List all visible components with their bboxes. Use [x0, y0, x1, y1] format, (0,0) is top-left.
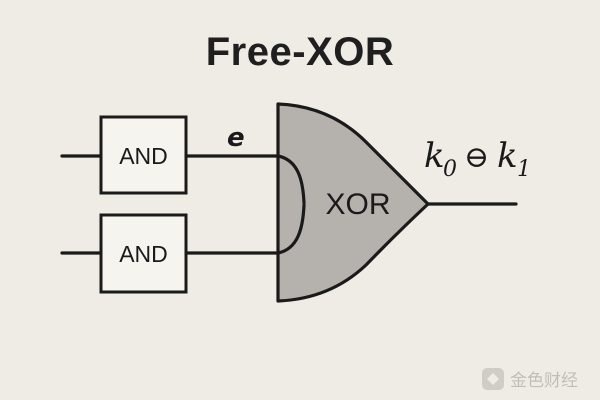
formula-sub1: 1: [517, 157, 531, 182]
watermark-text: 金色财经: [510, 371, 578, 391]
and-gate-top-label: AND: [119, 143, 168, 169]
formula-k1: k: [497, 136, 518, 176]
and-gate-bottom-label: AND: [119, 241, 168, 267]
xor-inner-curve-top: [276, 154, 306, 205]
page-title: Free-XOR: [205, 30, 395, 74]
xor-inner-curve-bottom: [276, 203, 306, 255]
and-gate-top: AND: [99, 115, 188, 195]
formula-operator: ⊖: [464, 140, 489, 175]
formula-k0: k: [424, 136, 445, 176]
output-formula: k 0 ⊖ k 1: [424, 136, 531, 182]
watermark: 金色财经: [482, 368, 578, 391]
wire-label-e: e: [227, 123, 245, 153]
watermark-logo-icon: [482, 368, 504, 390]
and-gate-bottom: AND: [99, 213, 188, 294]
xor-gate-label: XOR: [325, 188, 390, 221]
formula-sub0: 0: [443, 157, 457, 182]
